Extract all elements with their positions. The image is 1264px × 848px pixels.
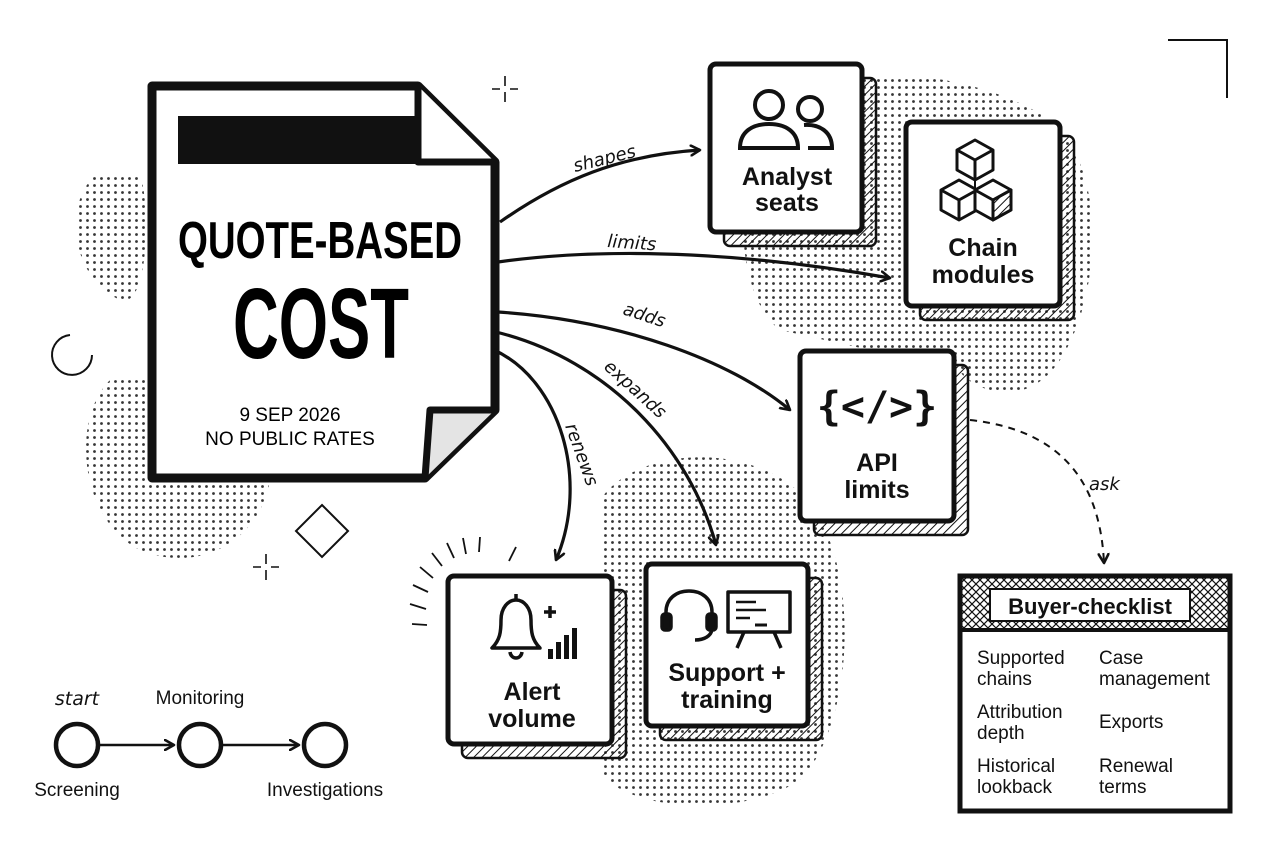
document-title-line2: COST — [233, 268, 409, 380]
sparkle-icon-top — [492, 76, 518, 102]
arc-icon — [51, 334, 93, 376]
redaction-bar — [178, 116, 416, 164]
card-support-training: Support + training — [643, 561, 824, 742]
headset-presentation-icon — [660, 589, 792, 649]
card-analyst-seats: Analyst seats — [707, 61, 878, 248]
checklist-items: Supported chains Case management Attribu… — [977, 648, 1211, 798]
checklist-item-line2: chains — [977, 669, 1032, 690]
sparkle-icon-bottom — [253, 554, 279, 580]
document-fold-top — [414, 86, 495, 166]
edge-shapes — [499, 150, 700, 224]
document-fold-bottom — [421, 406, 495, 479]
cubes-icon — [939, 138, 1013, 222]
flow-node-investigations — [301, 721, 349, 769]
flow-node-monitoring — [176, 721, 224, 769]
checklist-item-line2: lookback — [977, 777, 1052, 798]
decorations — [51, 39, 1228, 626]
edge-limits — [497, 251, 890, 278]
edge-expands — [495, 330, 716, 545]
checklist-item-line1: Exports — [1099, 712, 1163, 733]
bell-plus-icon — [490, 594, 577, 660]
checklist-item-line1: Case — [1099, 648, 1143, 669]
edge-label-adds: adds — [620, 299, 668, 332]
checklist-item-line1: Attribution — [977, 702, 1063, 723]
edge-ask — [969, 419, 1104, 563]
checklist-item-line1: Historical — [977, 756, 1055, 777]
card-chain-modules-line2: modules — [932, 261, 1035, 289]
card-api-limits: {</>} API limits — [797, 348, 970, 537]
card-alert-volume-line2: volume — [488, 705, 576, 733]
card-analyst-seats-line2: seats — [755, 189, 819, 217]
card-support-training-line2: training — [681, 686, 773, 714]
card-api-limits-line2: limits — [844, 476, 909, 504]
document-title-line1: QUOTE-BASED — [178, 212, 462, 270]
checklist-item-line2: management — [1099, 669, 1211, 690]
card-analyst-seats-line1: Analyst — [742, 163, 833, 191]
flow-start-label: start — [55, 688, 101, 710]
users-icon — [737, 89, 835, 150]
edge-renews — [493, 348, 572, 560]
card-alert-volume: Alert volume — [445, 573, 628, 760]
flow-step-label: Investigations — [267, 780, 383, 801]
halftone-blob-left-top — [75, 175, 146, 301]
quote-document: QUOTE-BASED COST 9 SEP 2026 NO PUBLIC RA… — [147, 81, 500, 483]
checklist-item-line2: terms — [1099, 777, 1147, 798]
flow-node-screening — [53, 721, 101, 769]
flow-step-label: Monitoring — [156, 688, 245, 709]
card-api-limits-line1: API — [856, 449, 898, 477]
ray-burst-icon — [409, 536, 517, 626]
edge-label-ask: ask — [1089, 474, 1121, 495]
edges — [493, 150, 1104, 563]
buyer-checklist: Buyer-checklist Supported chains Case ma… — [957, 573, 1233, 814]
card-chain-modules: Chain modules — [903, 119, 1076, 322]
corner-bracket-icon — [1168, 39, 1228, 98]
document-date: 9 SEP 2026 — [239, 405, 340, 426]
checklist-item-line2: depth — [977, 723, 1025, 744]
checklist-item-line1: Renewal — [1099, 756, 1173, 777]
edge-label-limits: limits — [607, 231, 657, 255]
flow-step-label: Screening — [34, 780, 120, 801]
card-support-training-line1: Support + — [668, 659, 785, 687]
flow-diagram: start Screening Monitoring Investigation… — [34, 688, 383, 801]
edge-adds — [497, 310, 790, 410]
card-alert-volume-line1: Alert — [504, 678, 562, 706]
diamond-icon — [294, 503, 350, 559]
checklist-item-line1: Supported — [977, 648, 1065, 669]
card-chain-modules-line1: Chain — [948, 234, 1017, 262]
edge-label-shapes: shapes — [571, 141, 638, 177]
checklist-title-box — [989, 588, 1191, 622]
code-braces-icon: {</>} — [817, 384, 937, 430]
document-note: NO PUBLIC RATES — [205, 429, 375, 450]
checklist-title: Buyer-checklist — [1008, 594, 1173, 619]
